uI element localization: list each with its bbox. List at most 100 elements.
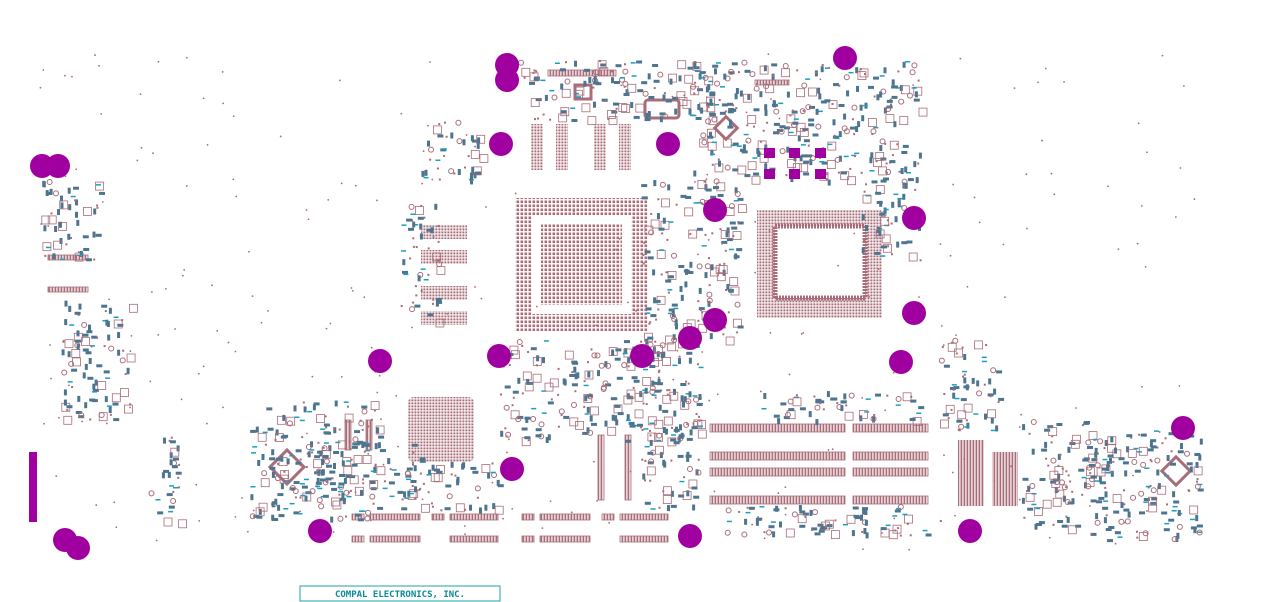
smd-component	[391, 469, 397, 471]
smd-component	[117, 332, 121, 338]
smd-component	[678, 265, 685, 268]
smd-component	[518, 59, 525, 66]
via	[1161, 54, 1164, 57]
smd-component	[895, 395, 902, 402]
via	[95, 504, 98, 506]
smd-component	[1150, 439, 1157, 443]
smd-component	[503, 404, 510, 411]
smd-component	[773, 131, 779, 135]
smd-component	[331, 477, 334, 480]
smd-component	[732, 142, 739, 146]
smd-component	[984, 413, 987, 420]
smd-component	[696, 227, 703, 231]
via	[395, 394, 398, 397]
smd-component	[805, 78, 811, 80]
smd-component	[892, 515, 898, 517]
smd-component	[649, 384, 656, 391]
smd-component	[93, 208, 97, 215]
smd-component	[641, 196, 648, 200]
smd-component	[78, 303, 82, 310]
smd-component	[586, 427, 590, 434]
smd-component	[697, 104, 701, 110]
smd-component	[962, 370, 968, 373]
smd-component	[1047, 425, 1054, 429]
via	[252, 509, 255, 512]
smd-component	[1196, 480, 1198, 483]
smd-component	[947, 417, 950, 420]
smd-component	[1094, 480, 1100, 482]
via	[966, 285, 969, 288]
smd-component	[1064, 499, 1071, 506]
smd-component	[897, 197, 903, 200]
smd-component	[633, 379, 640, 383]
smd-component	[897, 503, 904, 510]
smd-component	[708, 284, 711, 287]
smd-component	[799, 163, 809, 173]
smd-component	[573, 92, 579, 95]
via	[939, 243, 942, 246]
via	[1048, 536, 1051, 539]
smd-component	[618, 103, 628, 112]
smd-component	[343, 401, 349, 403]
smd-component	[648, 96, 655, 99]
smd-component	[727, 311, 730, 314]
smd-component	[814, 71, 817, 74]
smd-component	[860, 514, 863, 521]
smd-component	[364, 515, 371, 522]
mounting-hole	[1171, 416, 1195, 440]
smd-component	[320, 478, 326, 482]
smd-component	[742, 93, 752, 103]
smd-component	[616, 376, 623, 380]
smd-component	[894, 216, 898, 223]
vram-chips	[421, 124, 631, 325]
smd-component	[753, 85, 760, 92]
via	[1179, 167, 1182, 169]
pch-bga[interactable]	[408, 397, 474, 462]
smd-component	[1029, 483, 1036, 490]
smd-component	[649, 365, 656, 368]
smd-component	[843, 74, 850, 81]
smd-component	[827, 143, 833, 146]
smd-component	[630, 102, 634, 108]
smd-component	[960, 398, 967, 402]
via	[129, 350, 132, 352]
smd-component	[665, 335, 674, 345]
smd-component	[654, 299, 661, 303]
smd-component	[122, 349, 125, 352]
smd-component	[45, 192, 52, 195]
smd-component	[872, 416, 876, 423]
smd-component	[700, 107, 704, 114]
smd-component	[1156, 446, 1159, 449]
smd-component	[346, 495, 352, 498]
smd-component	[295, 461, 302, 465]
smd-component	[293, 481, 300, 484]
smd-component	[615, 348, 622, 352]
smd-component	[824, 67, 830, 69]
smd-component	[654, 419, 664, 429]
smd-component	[787, 159, 796, 169]
smd-component	[1022, 424, 1026, 431]
smd-component	[1157, 485, 1167, 495]
smd-component	[78, 415, 85, 419]
smd-component	[725, 507, 732, 514]
smd-component	[625, 419, 631, 422]
smd-component	[106, 405, 112, 407]
smd-component	[1142, 530, 1149, 537]
smd-component	[301, 436, 304, 439]
smd-component	[260, 478, 270, 488]
via	[129, 406, 132, 409]
smd-component	[1067, 446, 1071, 453]
smd-component	[1164, 474, 1170, 477]
smd-component	[869, 157, 873, 164]
smd-component	[73, 186, 79, 190]
smd-component	[617, 412, 624, 416]
smd-component	[809, 155, 816, 162]
via	[549, 500, 552, 503]
via	[464, 533, 466, 536]
smd-component	[825, 173, 828, 176]
via	[893, 517, 896, 520]
smd-component	[473, 172, 477, 179]
smd-component	[716, 272, 726, 282]
smd-component	[728, 68, 735, 75]
